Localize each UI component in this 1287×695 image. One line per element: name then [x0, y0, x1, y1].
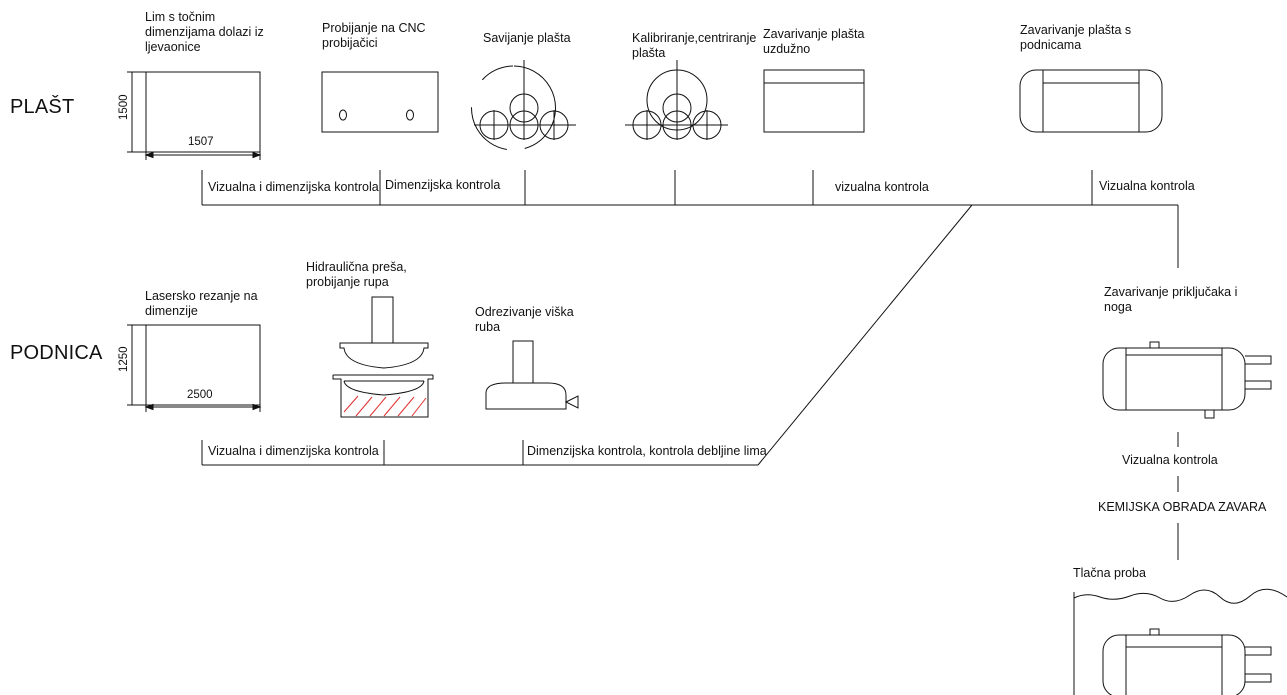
podnica-control-line [201, 440, 758, 466]
podnica-step-1-label: Lasersko rezanje na dimenzije [145, 289, 258, 318]
plast-control-3: vizualna kontrola [835, 180, 929, 194]
plast-step-1-label: Lim s točnim dimenzijama dolazi iz ljeva… [145, 10, 264, 54]
pressure-test-tank [1073, 588, 1287, 695]
longitudinal-weld-shell [763, 69, 865, 133]
podnica-step-3-label: Odrezivanje viška ruba [475, 305, 574, 334]
plast-control-4: Vizualna kontrola [1099, 179, 1195, 193]
podnica-control-1: Vizualna i dimenzijska kontrola [208, 444, 379, 458]
plate-rectangle-podnica [127, 324, 262, 412]
final-attach-label: Zavarivanje priključaka i noga [1104, 285, 1238, 314]
plast-height-dimension: 1500 [118, 94, 130, 120]
plast-step-3-label: Savijanje plašta [483, 31, 571, 45]
plast-control-1: Vizualna i dimenzijska kontrola [208, 180, 379, 194]
tank-with-attachments [1102, 341, 1272, 419]
plast-step-6-label: Zavarivanje plašta s podnicama [1020, 23, 1132, 52]
row-title-podnica: PODNICA [10, 342, 103, 364]
final-visual-label: Vizualna kontrola [1122, 453, 1218, 467]
shell-with-heads [1019, 69, 1163, 133]
plast-step-2-label: Probijanje na CNC probijačici [322, 21, 426, 50]
podnica-width-dimension: 2500 [187, 389, 213, 401]
hydraulic-press [332, 296, 434, 418]
row-title-plast: PLAŠT [10, 96, 75, 118]
final-chemical-label: KEMIJSKA OBRADA ZAVARA [1098, 500, 1267, 514]
podnica-control-2: Dimenzijska kontrola, kontrola debljine … [527, 444, 767, 458]
plast-width-dimension: 1507 [188, 136, 214, 148]
bending-rollers [471, 60, 576, 151]
plast-control-2: Dimenzijska kontrola [385, 178, 501, 192]
press-die-hatch [343, 395, 427, 417]
plast-control-line [201, 170, 1179, 466]
cnc-punched-plate [321, 71, 439, 133]
edge-trimming [485, 340, 579, 410]
podnica-height-dimension: 1250 [118, 346, 130, 372]
plate-rectangle-plast [127, 71, 262, 160]
plast-step-4-label: Kalibriranje,centriranje plašta [632, 31, 757, 60]
final-pressure-label: Tlačna proba [1073, 566, 1146, 580]
podnica-step-2-label: Hidraulična preša, probijanje rupa [306, 260, 407, 289]
calibration-rollers [625, 60, 728, 140]
plast-step-5-label: Zavarivanje plašta uzdužno [763, 27, 865, 56]
